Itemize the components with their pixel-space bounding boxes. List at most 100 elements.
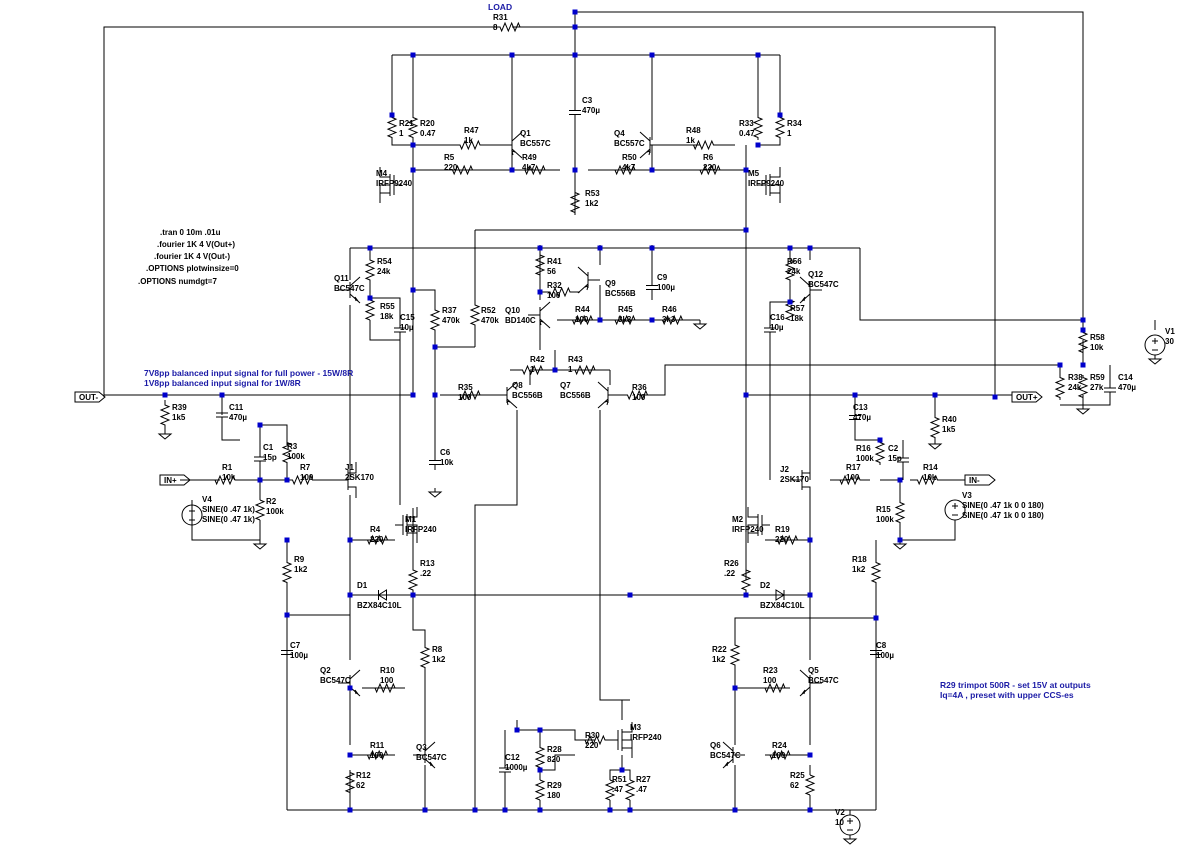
jfet-body [792,462,811,498]
component-value-q9: BC556B [605,289,636,298]
resistor-r4 [360,534,395,546]
resistor-body [580,734,610,746]
resistor-r48 [672,139,735,151]
junction-dot [627,592,633,598]
junction-dot [649,167,655,173]
component-value-c8: 100µ [876,651,894,660]
resistor-r6 [685,164,735,176]
wire [758,140,781,146]
component-value-r36: 100 [632,393,646,402]
resistor-r27 [624,779,636,801]
component-value-q4: BC557C [614,139,645,148]
component-ref-r17: R17 [846,463,861,472]
spice-directive-2: .fourier 1K 4 V(Out+) [157,240,235,249]
component-ref-r31: R31 [493,13,508,22]
component-value-r4: 220 [370,535,384,544]
resistor-body [784,258,796,282]
resistor-body [645,314,700,326]
capacitor-c2 [897,455,909,465]
wire [369,282,401,320]
transistor-q2 [338,669,361,697]
component-ref-c15: C15 [400,313,415,322]
component-value-q8: BC556B [512,391,543,400]
resistor-body [360,749,395,761]
resistor-body [604,779,616,801]
junction-dot [807,807,813,813]
component-ref-r54: R54 [377,257,392,266]
junction-dot [627,807,633,813]
capacitor-body [849,410,861,425]
component-value-c6: 10k [440,458,454,467]
resistor-r28 [534,745,546,770]
port-in-minus [964,474,996,486]
component-value-c16: 10µ [770,323,784,332]
component-ref-r52: R52 [481,306,496,315]
bjt-body [577,266,600,294]
component-ref-c12: C12 [505,753,520,762]
component-ref-r35: R35 [458,383,473,392]
component-value-r41: 56 [547,267,556,276]
resistor-body [210,474,240,486]
junction-dot [162,392,168,398]
junction-dot [347,685,353,691]
resistor-r49 [510,164,560,176]
arrow-icon [584,285,589,291]
capacitor-c6 [429,455,441,470]
junction-dot [572,52,578,58]
resistor-r50 [600,164,650,176]
port-shape [1011,391,1043,403]
bjt-body [338,276,361,304]
resistor-body [774,115,786,140]
junction-dot [537,767,543,773]
capacitor-body [764,320,776,340]
component-ref-r19: R19 [775,525,790,534]
component-ref-c1: C1 [263,443,274,452]
component-ref-r55: R55 [380,302,395,311]
arrow-icon [429,761,434,767]
resistor-r21 [386,115,398,140]
component-ref-q9: Q9 [605,279,616,288]
component-ref-r46: R46 [662,305,677,314]
resistor-r32 [540,286,580,298]
mosfet-m3 [610,722,633,758]
component-ref-r59: R59 [1090,373,1105,382]
ground-icon [927,440,943,450]
resistor-r40 [929,415,941,440]
resistor-body [534,250,546,280]
junction-dot [284,537,290,543]
mosfet-body [610,722,633,758]
component-ref-q5: Q5 [808,666,819,675]
resistor-body [1054,375,1066,400]
resistor-r39 [159,400,171,430]
resistor-r33 [752,115,764,140]
port-shape [74,391,106,403]
component-value-r13: .22 [420,569,432,578]
port-out-plus [1011,391,1043,403]
resistor-body [685,164,735,176]
resistor-body [510,364,555,376]
arrow-icon [801,296,806,302]
component-ref-r57: R57 [790,304,805,313]
component-ref-r10: R10 [380,666,395,675]
component-value-q3: BC547C [416,753,447,762]
component-ref-r14: R14 [923,463,938,472]
bjt-body [500,131,523,159]
resistor-body [624,779,636,801]
component-ref-r18: R18 [852,555,867,564]
component-value-v1: 30 [1165,337,1174,346]
component-ref-c3: C3 [582,96,593,105]
resistor-body [740,565,752,595]
component-ref-r32: R32 [547,281,562,290]
resistor-body [830,474,870,486]
wire [474,410,518,810]
resistor-r58 [1077,330,1089,355]
polarity-icon [189,508,195,521]
junction-dot [743,592,749,598]
resistor-r14 [910,474,945,486]
component-value-q10: BD140C [505,316,536,325]
component-value-r25: 62 [790,781,799,790]
transistor-q1 [500,131,523,159]
component-ref-v2: V2 [835,808,845,817]
component-value-r26: .22 [724,569,736,578]
component-ref-r4: R4 [370,525,381,534]
